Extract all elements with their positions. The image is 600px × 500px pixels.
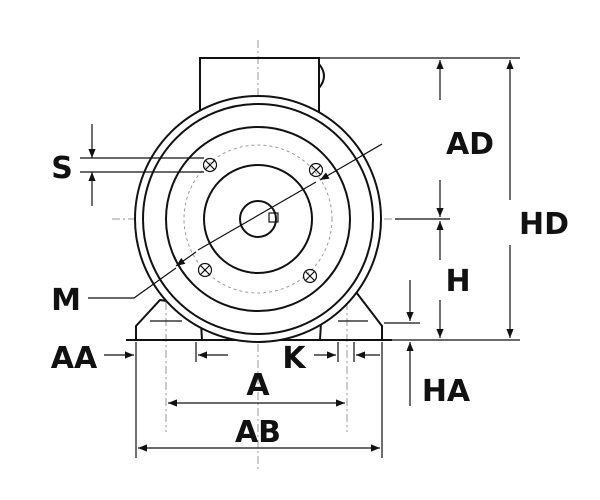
bolt-hole [302,268,318,284]
label-s: S [51,151,73,186]
bolt-hole [197,262,213,278]
s-dimension [80,124,204,206]
label-ha: HA [422,374,471,409]
label-m: M [51,283,81,318]
ha-dimension [384,280,420,406]
flange-bolt-holes [197,157,324,284]
label-h: H [445,264,470,299]
label-hd: HD [519,207,569,242]
bolt-hole [202,157,218,173]
m-dimension [88,143,383,299]
motor-end-shield [134,95,382,343]
extension-lines [135,342,383,458]
label-a: A [246,368,270,403]
label-ab: AB [235,415,281,450]
label-k: K [282,341,307,376]
label-ad: AD [446,127,494,162]
label-aa: AA [51,341,98,376]
bolt-hole [308,162,324,178]
height-dimensions [320,57,520,341]
